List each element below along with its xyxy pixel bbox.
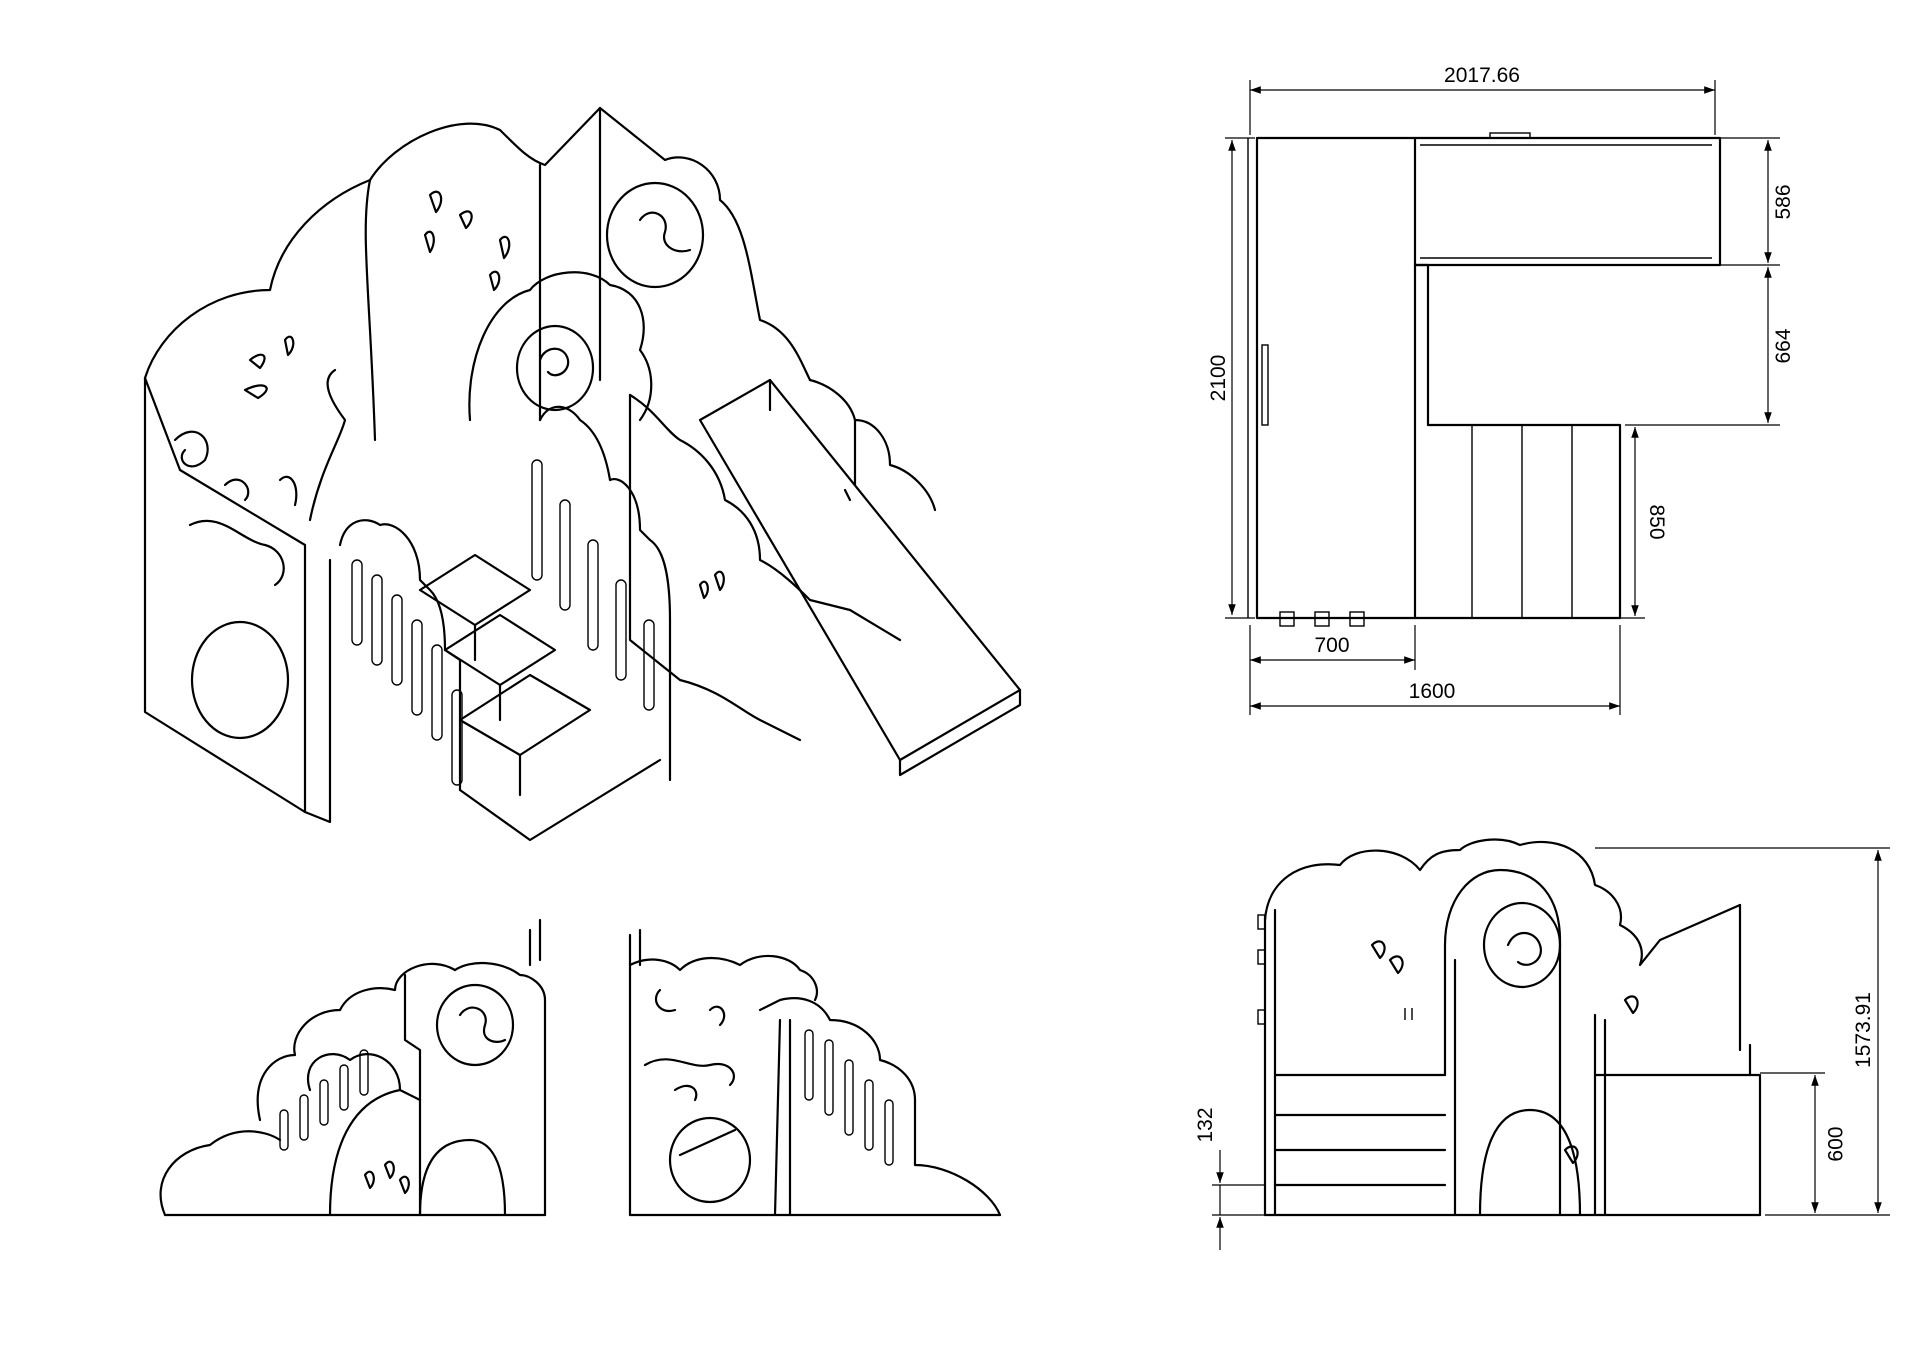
dim-stair-depth: 850 xyxy=(1645,504,1668,539)
top-plan xyxy=(1247,132,1722,627)
dim-tower-width: 700 xyxy=(1314,634,1349,657)
dim-depth: 2100 xyxy=(1207,355,1230,402)
dim-step-height: 132 xyxy=(1194,1107,1217,1142)
dim-mid-gap: 664 xyxy=(1772,328,1795,363)
dim-slide-width: 586 xyxy=(1772,184,1795,219)
dim-platform-height: 009 xyxy=(1823,1126,1846,1161)
dim-overall-width: 2017.66 xyxy=(1444,64,1520,87)
dim-overall-height: 1573.91 xyxy=(1852,992,1875,1068)
isometric-view xyxy=(143,106,1022,842)
right-elevation xyxy=(628,928,1002,1217)
front-elevation xyxy=(1257,838,1762,1217)
dim-base-width: 1600 xyxy=(1409,680,1456,703)
dimension-lines xyxy=(1212,80,1890,1250)
left-elevation xyxy=(159,918,547,1217)
dimension-labels: 2017.66 2100 586 664 850 700 1600 1573.9… xyxy=(1194,64,1875,1162)
